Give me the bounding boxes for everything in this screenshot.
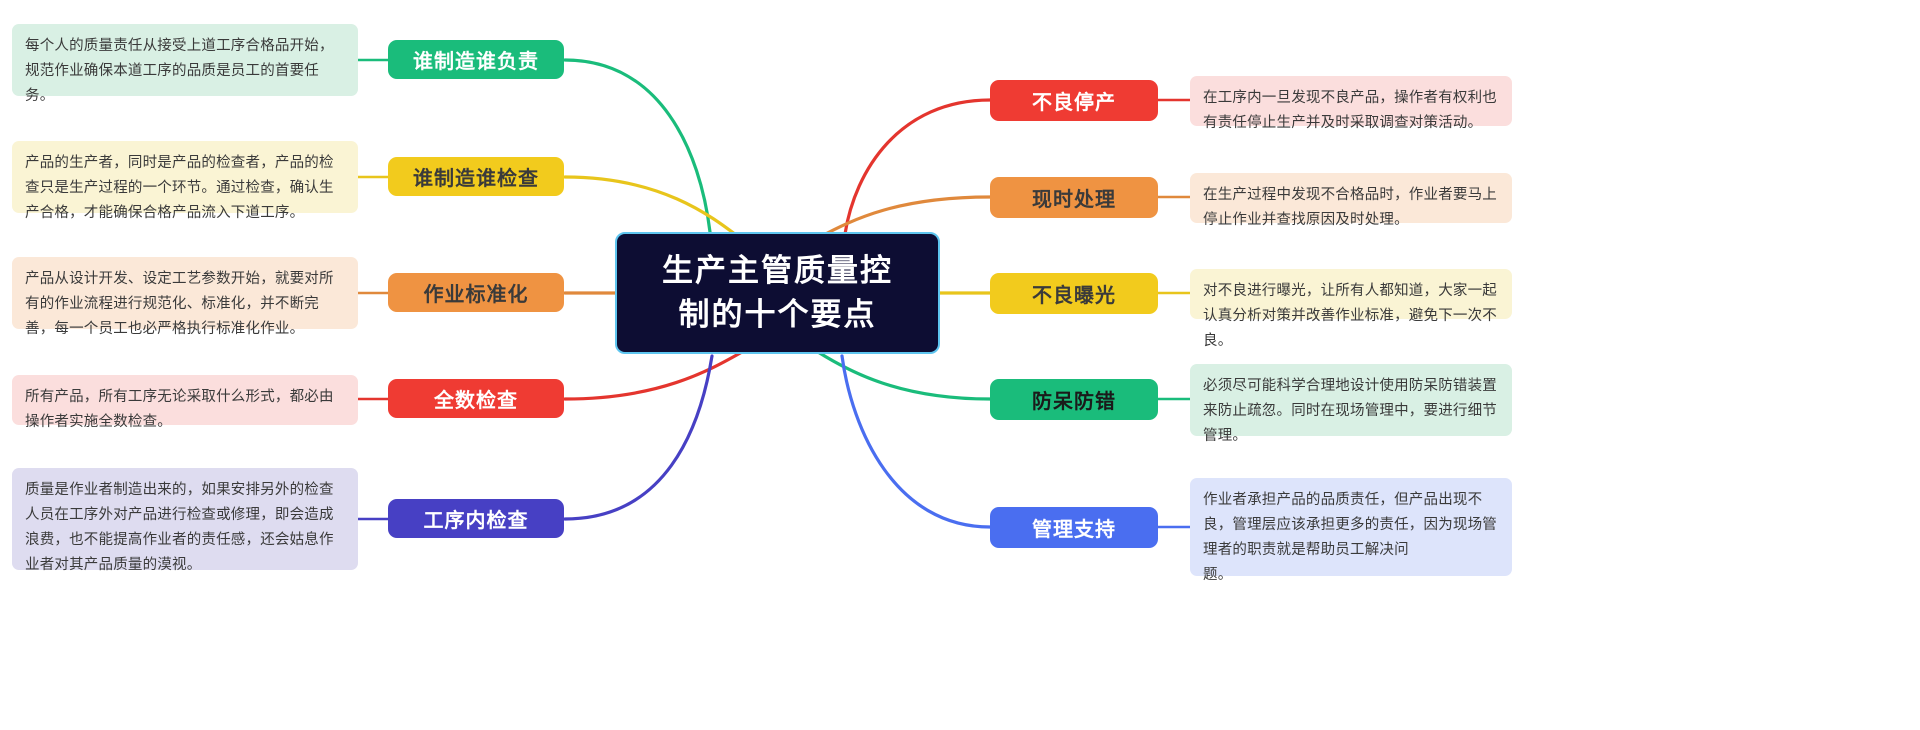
note-left-5: 质量是作业者制造出来的，如果安排另外的检查人员在工序外对产品进行检查或修理，即会… (12, 468, 358, 573)
branch-left-3[interactable]: 作业标准化 (388, 273, 564, 312)
branch-left-5[interactable]: 工序内检查 (388, 499, 564, 538)
center-topic-line-2: 制的十个要点 (678, 297, 877, 332)
branch-right-3[interactable]: 不良曝光 (990, 273, 1158, 314)
branch-right-4[interactable]: 防呆防错 (990, 379, 1158, 420)
link-center-left-2 (563, 175, 742, 240)
branch-left-4-label: 全数检查 (434, 390, 518, 412)
note-left-1: 每个人的质量责任从接受上道工序合格品开始，规范作业确保本道工序的品质是员工的首要… (12, 24, 358, 104)
center-topic[interactable]: 生产主管质量控 制的十个要点 (615, 232, 940, 354)
branch-left-4[interactable]: 全数检查 (388, 379, 564, 418)
link-center-right-4 (816, 350, 992, 401)
branch-left-1-label: 谁制造谁负责 (413, 51, 539, 73)
branch-right-2-label: 现时处理 (1032, 189, 1116, 211)
branch-right-1-label: 不良停产 (1032, 92, 1116, 114)
note-left-2: 产品的生产者，同时是产品的检查者，产品的检查只是生产过程的一个环节。通过检查，确… (12, 141, 358, 221)
branch-right-5-label: 管理支持 (1032, 519, 1116, 541)
link-center-right-5 (840, 354, 992, 529)
branch-right-4-label: 防呆防错 (1032, 391, 1116, 413)
branch-right-5[interactable]: 管理支持 (990, 507, 1158, 548)
note-right-4: 必须尽可能科学合理地设计使用防呆防错装置来防止疏忽。同时在现场管理中，要进行细节… (1190, 364, 1512, 444)
link-center-right-1 (843, 98, 992, 236)
link-center-left-5 (563, 354, 714, 521)
branch-right-1[interactable]: 不良停产 (990, 80, 1158, 121)
link-center-left-1 (563, 58, 712, 234)
branch-left-1[interactable]: 谁制造谁负责 (388, 40, 564, 79)
branch-right-3-label: 不良曝光 (1032, 285, 1116, 307)
branch-left-2[interactable]: 谁制造谁检查 (388, 157, 564, 196)
note-right-5: 作业者承担产品的品质责任，但产品出现不良，管理层应该承担更多的责任，因为现场管理… (1190, 478, 1512, 583)
note-left-4: 所有产品，所有工序无论采取什么形式，都必由操作者实施全数检查。 (12, 375, 358, 430)
center-topic-line-1: 生产主管质量控 (662, 252, 893, 288)
note-right-2: 在生产过程中发现不合格品时，作业者要马上停止作业并查找原因及时处理。 (1190, 173, 1512, 228)
branch-left-5-label: 工序内检查 (423, 510, 529, 532)
link-center-left-4 (563, 350, 744, 401)
note-left-3: 产品从设计开发、设定工艺参数开始，就要对所有的作业流程进行规范化、标准化，并不断… (12, 257, 358, 337)
note-right-1: 在工序内一旦发现不良产品，操作者有权利也有责任停止生产并及时采取调查对策活动。 (1190, 76, 1512, 131)
branch-right-2[interactable]: 现时处理 (990, 177, 1158, 218)
note-right-3: 对不良进行曝光，让所有人都知道，大家一起认真分析对策并改善作业标准，避免下一次不… (1190, 269, 1512, 349)
branch-left-3-label: 作业标准化 (423, 284, 529, 306)
branch-left-2-label: 谁制造谁检查 (413, 168, 539, 190)
